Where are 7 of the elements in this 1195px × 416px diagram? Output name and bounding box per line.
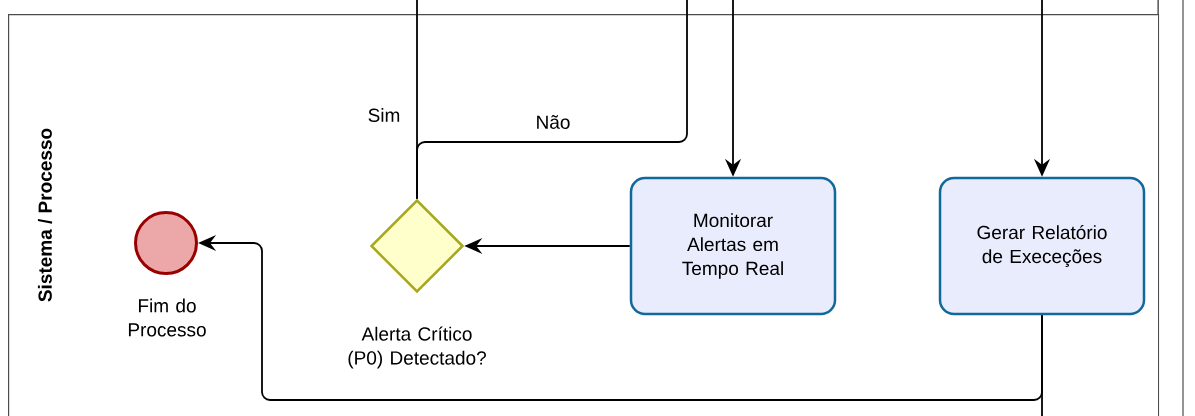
task-box: Gerar Relatório de Execeções	[938, 176, 1146, 316]
event-caption: Fim do Processo	[128, 298, 206, 337]
task-box: Monitorar Alertas em Tempo Real	[629, 176, 837, 316]
end-event-circle	[134, 211, 198, 275]
event-caption: Alerta Crítico (P0) Detectado?	[348, 326, 486, 369]
edge-label: Sim	[368, 108, 400, 122]
edge-label: Não	[537, 115, 570, 129]
